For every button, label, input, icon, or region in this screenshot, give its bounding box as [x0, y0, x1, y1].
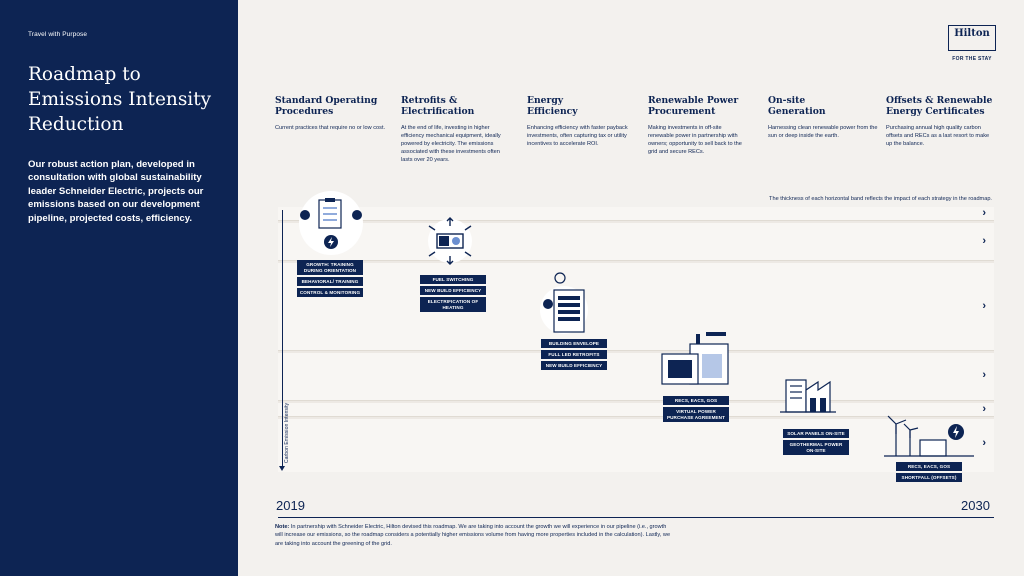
retrofit-battery-icon — [425, 216, 475, 266]
column-title: Renewable Power Procurement — [648, 95, 739, 117]
note-text: In partnership with Schneider Electric, … — [275, 524, 671, 547]
tags-onsite-generation: SOLAR PANELS ON-SITE GEOTHERMAL POWER ON… — [783, 429, 849, 457]
tag: FULL LED RETROFITS — [541, 350, 607, 359]
column-desc: Enhancing efficiency with faster payback… — [527, 124, 628, 147]
tag: VIRTUAL POWER PURCHASE AGREEMENT — [663, 407, 729, 422]
column-energy-efficiency: Energy Efficiency Enhancing efficiency w… — [527, 95, 639, 148]
column-title: On-site Generation — [768, 95, 826, 117]
tag: BUILDING ENVELOPE — [541, 339, 607, 348]
roadmap-chart: › › › › › › — [278, 207, 994, 472]
tag: GEOTHERMAL POWER ON-SITE — [783, 440, 849, 455]
tag: BEHAVIORAL/ TRAINING — [297, 277, 363, 286]
tag: GROWTH: TRAINING DURING ORIENTATION — [297, 260, 363, 275]
sidebar: Travel with Purpose Roadmap to Emissions… — [0, 0, 238, 576]
logo-wordmark: Hilton — [954, 28, 990, 39]
timeline-baseline — [278, 517, 994, 518]
factory-icon — [780, 366, 836, 416]
column-retrofits: Retrofits & Electrification At the end o… — [401, 95, 511, 165]
tag: RECS, EACS, GOS — [896, 462, 962, 471]
column-title: Offsets & Renewable Energy Certificates — [886, 95, 993, 117]
tag: FUEL SWITCHING — [420, 275, 486, 284]
band-sop: › — [278, 207, 994, 221]
column-desc: Purchasing annual high quality carbon of… — [886, 124, 990, 147]
column-desc: Current practices that require no or low… — [275, 124, 386, 131]
band-energy-efficiency: › — [278, 263, 994, 351]
column-title: Energy Efficiency — [527, 95, 578, 117]
chevron-right-icon: › — [982, 437, 986, 449]
thickness-note: The thickness of each horizontal band re… — [769, 196, 992, 202]
title-line-2: Emissions Intensity — [28, 89, 212, 110]
chevron-right-icon: › — [982, 235, 986, 247]
power-plant-icon — [660, 330, 732, 390]
band-offsets: › — [278, 419, 994, 472]
hilton-logo: Hilton FOR THE STAY — [948, 25, 996, 62]
tags-retrofits: FUEL SWITCHING NEW BUILD EFFICIENCY ELEC… — [420, 275, 486, 314]
column-renewable-procurement: Renewable Power Procurement Making inves… — [648, 95, 760, 156]
column-title: Retrofits & Electrification — [401, 95, 475, 117]
note-label: Note: — [275, 524, 290, 530]
tag: SHORTFALL (OFFSETS) — [896, 473, 962, 482]
sop-checklist-icon — [293, 190, 369, 256]
title-line-3: Reduction — [28, 114, 124, 135]
tag: RECS, EACS, GOS — [663, 396, 729, 405]
tag: NEW BUILD EFFICIENCY — [541, 361, 607, 370]
y-axis-label: Carbon Emission Intensity — [284, 402, 290, 464]
tagline: Travel with Purpose — [28, 31, 88, 38]
tags-offsets: RECS, EACS, GOS SHORTFALL (OFFSETS) — [896, 462, 962, 484]
tag: ELECTRIFICATION OF HEATING — [420, 297, 486, 312]
chevron-right-icon: › — [982, 369, 986, 381]
column-desc: Making investments in off-site renewable… — [648, 124, 742, 156]
year-end: 2030 — [961, 498, 990, 513]
logo-subline: FOR THE STAY — [952, 56, 992, 62]
efficient-building-icon — [540, 268, 592, 338]
column-onsite-generation: On-site Generation Harnessing clean rene… — [768, 95, 880, 140]
tag: SOLAR PANELS ON-SITE — [783, 429, 849, 438]
intro-text: Our robust action plan, developed in con… — [28, 159, 204, 224]
column-sop: Standard Operating Procedures Current pr… — [275, 95, 387, 132]
tags-sop: GROWTH: TRAINING DURING ORIENTATION BEHA… — [297, 260, 363, 299]
year-start: 2019 — [276, 498, 305, 513]
chevron-right-icon: › — [982, 300, 986, 312]
chevron-right-icon: › — [982, 403, 986, 415]
column-desc: At the end of life, investing in higher … — [401, 124, 501, 164]
tags-renewable-procurement: RECS, EACS, GOS VIRTUAL POWER PURCHASE A… — [663, 396, 729, 424]
tags-energy-efficiency: BUILDING ENVELOPE FULL LED RETROFITS NEW… — [541, 339, 607, 372]
column-offsets: Offsets & Renewable Energy Certificates … — [886, 95, 996, 148]
chevron-right-icon: › — [982, 207, 986, 219]
band-renewable-procurement: › — [278, 353, 994, 401]
footnote: Note: In partnership with Schneider Elec… — [275, 523, 675, 548]
tag: CONTROL & MONITORING — [297, 288, 363, 297]
page-title: Roadmap to Emissions Intensity Reduction — [28, 62, 211, 137]
band-retrofits: › — [278, 223, 994, 261]
title-line-1: Roadmap to — [28, 64, 141, 85]
y-axis — [279, 210, 285, 471]
wind-solar-icon — [884, 410, 974, 460]
tag: NEW BUILD EFFICIENCY — [420, 286, 486, 295]
column-title: Standard Operating Procedures — [275, 95, 378, 117]
column-desc: Harnessing clean renewable power from th… — [768, 124, 878, 139]
